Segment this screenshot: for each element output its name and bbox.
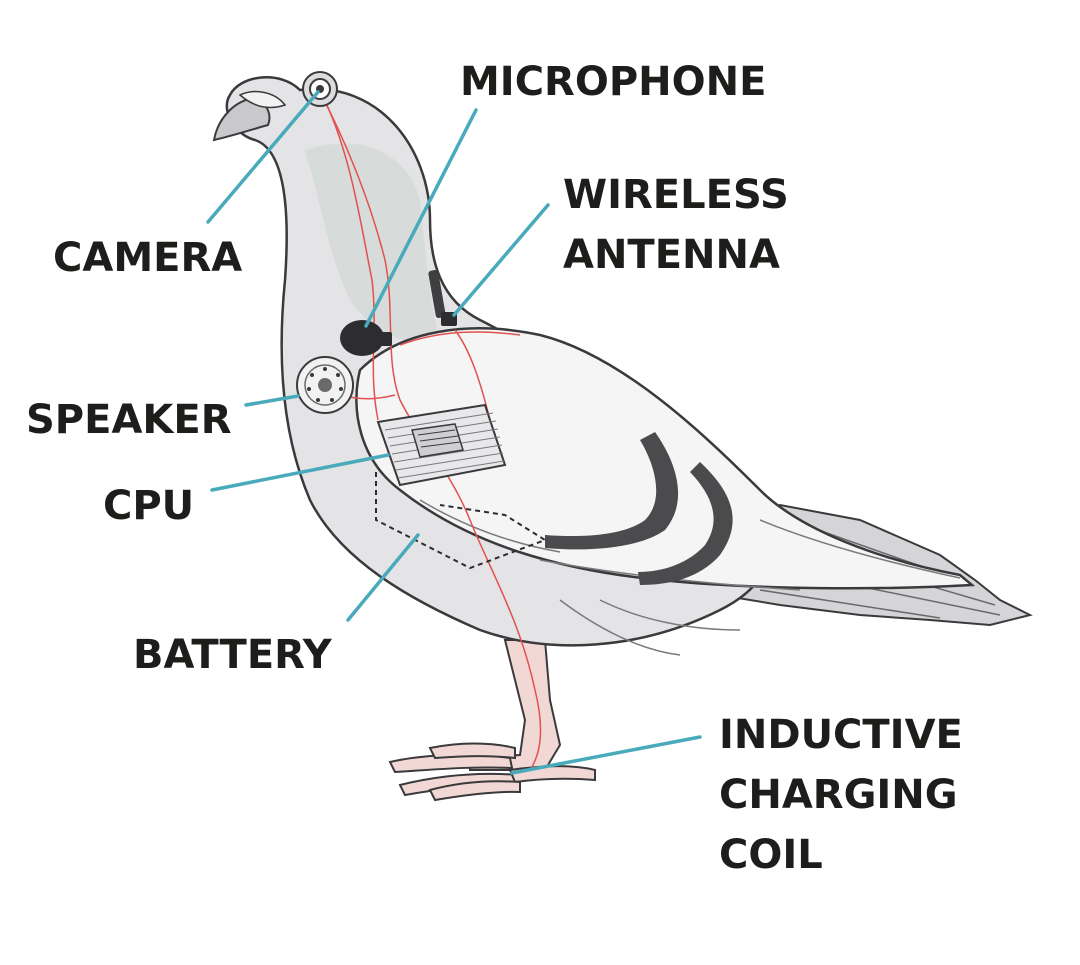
microphone-device (340, 320, 392, 356)
leader-line-speaker (244, 394, 300, 407)
label-inductive-charging-coil: INDUCTIVE CHARGING COIL (719, 712, 963, 878)
pigeon-feet (388, 742, 596, 802)
leader-line-coil (510, 735, 702, 775)
speaker-device (296, 356, 354, 414)
throat-shading (305, 143, 440, 345)
pigeon-beak (212, 96, 271, 142)
leader-line-antenna (452, 203, 550, 317)
label-speaker: SPEAKER (26, 397, 232, 443)
leader-line-camera (206, 90, 320, 224)
camera-device (302, 71, 338, 107)
label-microphone: MICROPHONE (460, 59, 767, 105)
beak-cere (238, 90, 287, 109)
wing-bar-front (545, 432, 679, 550)
label-battery: BATTERY (133, 632, 332, 678)
wing-bar-rear (638, 462, 733, 585)
pigeon-legs (469, 639, 562, 771)
label-wireless-antenna: WIRELESS ANTENNA (563, 172, 789, 278)
battery-outline (375, 472, 548, 570)
label-cpu: CPU (103, 483, 195, 529)
cpu-chip (376, 403, 507, 487)
leader-line-microphone (364, 108, 478, 328)
leader-line-cpu (210, 453, 390, 492)
leader-line-battery (346, 533, 420, 622)
label-camera: CAMERA (53, 235, 243, 281)
leader-lines (206, 90, 702, 775)
